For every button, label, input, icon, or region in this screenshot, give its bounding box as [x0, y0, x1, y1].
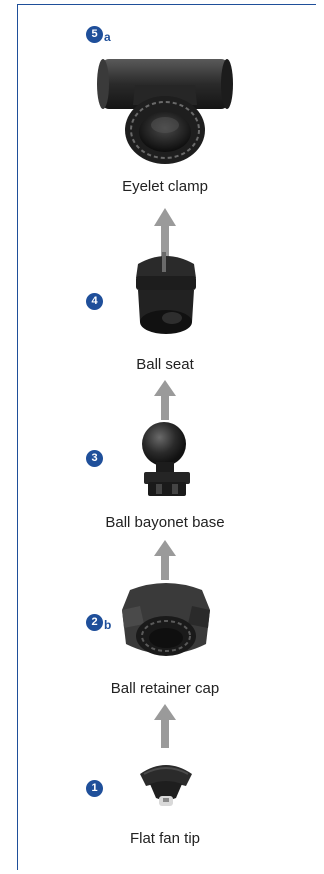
step-2-badge: 2	[86, 614, 103, 631]
step-1-badge: 1	[86, 780, 103, 797]
arrow-up-icon	[154, 380, 176, 420]
step-4-badge: 4	[86, 293, 103, 310]
ball-bayonet-base-label: Ball bayonet base	[105, 514, 225, 531]
flat-fan-tip-image	[140, 765, 192, 806]
ball-bayonet-base-image	[142, 422, 190, 496]
step-3-badge: 3	[86, 450, 103, 467]
eyelet-clamp-image	[97, 59, 233, 164]
flat-fan-tip-label: Flat fan tip	[129, 830, 201, 847]
ball-seat-image	[136, 252, 196, 334]
eyelet-clamp-label: Eyelet clamp	[122, 178, 208, 195]
ball-retainer-cap-label: Ball retainer cap	[110, 680, 220, 697]
arrow-up-icon	[154, 208, 176, 258]
ball-seat-label: Ball seat	[136, 356, 194, 373]
step-5-badge: 5	[86, 26, 103, 43]
arrow-up-icon	[154, 704, 176, 748]
diagram-frame	[17, 4, 316, 870]
arrow-up-icon	[154, 540, 176, 580]
step-2-sub-label: b	[104, 618, 112, 632]
ball-retainer-cap-image	[122, 583, 210, 656]
step-5-sub-label: a	[104, 30, 111, 44]
